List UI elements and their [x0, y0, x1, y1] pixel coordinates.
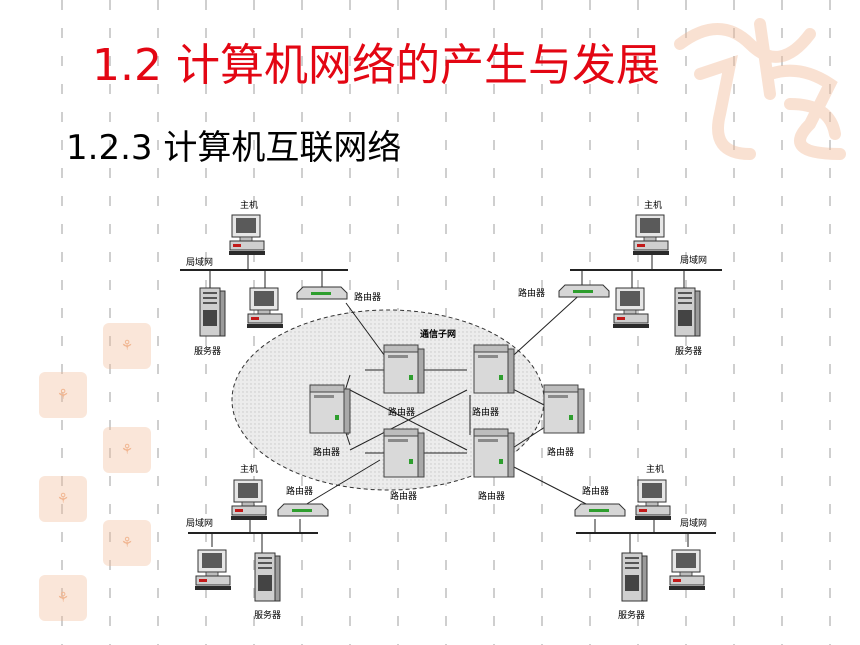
server-icon: [621, 552, 648, 602]
router-icon: [543, 384, 585, 434]
router-label: 路由器: [518, 287, 545, 299]
lan-label: 局域网: [680, 254, 707, 266]
router-label: 路由器: [354, 291, 381, 303]
server-label: 服务器: [194, 345, 221, 357]
host-computer-icon: [230, 479, 268, 521]
lan-router-icon: [296, 286, 348, 300]
router-label: 路由器: [472, 406, 499, 418]
host-computer-icon: [228, 214, 266, 256]
router-label: 路由器: [388, 406, 415, 418]
network-diagram: 通信子网 路由器 路由器 路由器 路由器 路由器 路由器 主机 局域网 服务器 …: [180, 199, 722, 621]
lan-label: 局域网: [186, 517, 213, 529]
router-icon: [473, 428, 515, 478]
host-label: 主机: [240, 463, 258, 475]
host-computer-icon: [634, 479, 672, 521]
subnet-label: 通信子网: [420, 328, 456, 340]
lan-router-icon: [558, 284, 610, 298]
lan-label: 局域网: [680, 517, 707, 529]
lan-router-icon: [277, 503, 329, 517]
server-label: 服务器: [675, 345, 702, 357]
decorative-seal-small: ⚘: [39, 476, 87, 522]
host-label: 主机: [644, 199, 662, 211]
server-label: 服务器: [618, 609, 645, 621]
router-label: 路由器: [582, 485, 609, 497]
router-label: 路由器: [286, 485, 313, 497]
decorative-seal-small: ⚘: [39, 575, 87, 621]
decorative-seal-small: ⚘: [103, 323, 151, 369]
decorative-seal-logo: [660, 4, 860, 174]
router-icon: [309, 384, 351, 434]
host-computer-icon: [632, 214, 670, 256]
slide-title: 1.2 计算机网络的产生与发展: [92, 40, 660, 91]
router-label: 路由器: [313, 446, 340, 458]
server-icon: [254, 552, 281, 602]
server-label: 服务器: [254, 609, 281, 621]
router-label: 路由器: [478, 490, 505, 502]
slide-subtitle: 1.2.3 计算机互联网络: [66, 128, 402, 168]
workstation-icon: [668, 549, 706, 591]
router-icon: [473, 344, 515, 394]
router-icon: [383, 344, 425, 394]
lan-label: 局域网: [186, 256, 213, 268]
decorative-seal-small: ⚘: [103, 427, 151, 473]
host-label: 主机: [646, 463, 664, 475]
workstation-icon: [246, 287, 284, 329]
server-icon: [674, 287, 701, 337]
decorative-seal-small: ⚘: [39, 372, 87, 418]
host-label: 主机: [240, 199, 258, 211]
server-icon: [199, 287, 226, 337]
workstation-icon: [612, 287, 650, 329]
router-label: 路由器: [390, 490, 417, 502]
router-label: 路由器: [547, 446, 574, 458]
router-icon: [383, 428, 425, 478]
lan-router-icon: [574, 503, 626, 517]
decorative-seal-small: ⚘: [103, 520, 151, 566]
workstation-icon: [194, 549, 232, 591]
